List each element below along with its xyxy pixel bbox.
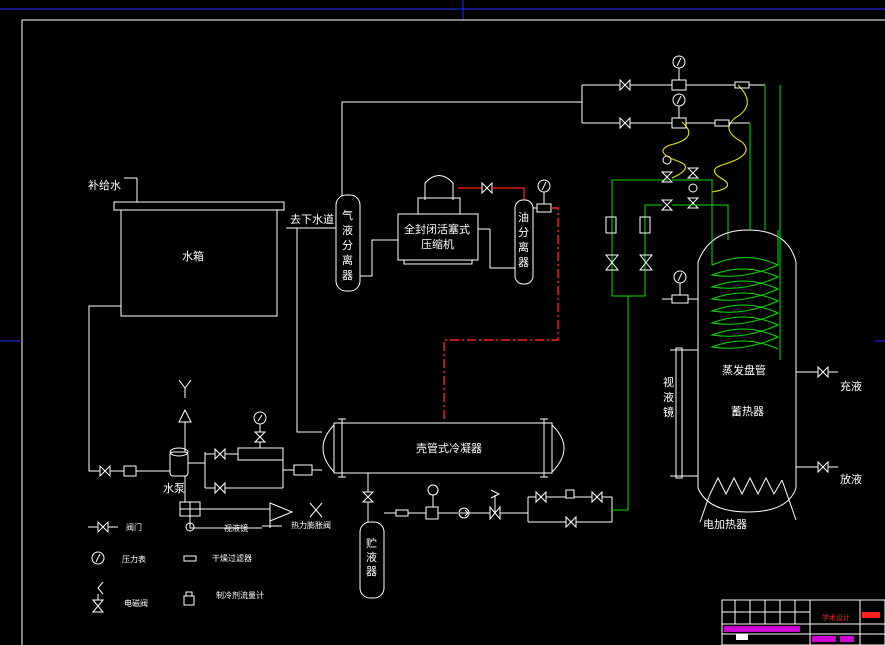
hot-gas-line — [443, 207, 559, 420]
fill-liquid-label: 充液 — [840, 379, 862, 393]
makeup-water-pipe: 补给水 — [88, 177, 138, 202]
pump-inlet-filter — [123, 465, 137, 477]
oil-sep-label-4: 器 — [518, 256, 529, 269]
tank-outlet-pipe — [88, 305, 121, 472]
pump-inlet-valve — [99, 464, 111, 478]
sight-glass-label-2: 液 — [663, 390, 674, 404]
liquid-receiver: 贮 液 器 — [359, 521, 385, 599]
title-block: 学术设计 — [721, 599, 885, 645]
legend-thermal-expansion-icon — [309, 502, 323, 518]
liquid-line — [612, 296, 629, 511]
sight-glass-label-1: 视 — [663, 375, 674, 389]
oil-sep-label-2: 分 — [518, 226, 529, 239]
drain-pipe — [296, 228, 322, 433]
makeup-water-label: 补给水 — [88, 179, 121, 192]
gl-sep-label-2: 液 — [342, 223, 353, 237]
heat-storage-tank: 蓄热器 蒸发盘管 — [697, 229, 797, 513]
sight-glass-label-3: 镜 — [663, 405, 674, 419]
thermal-expansion-body — [269, 502, 294, 522]
legend-solenoid-label: 电磁阀 — [124, 598, 148, 608]
water-tank: 水箱 — [113, 201, 285, 317]
receiver-label-2: 液 — [366, 550, 377, 564]
gl-sep-label-1: 气 — [342, 208, 353, 222]
heat-storage-label: 蓄热器 — [731, 405, 764, 418]
legend-meter-label: 制冷剂流量计 — [216, 590, 264, 600]
gl-sep-label-3: 分 — [342, 239, 353, 252]
gl-sep-label-4: 离 — [342, 253, 353, 267]
bypass-element — [237, 447, 284, 461]
to-drain-label: 去下水道 — [290, 212, 334, 226]
oil-sep-label-3: 离 — [518, 240, 529, 254]
suction-line — [341, 101, 583, 228]
title-block-title: 学术设计 — [822, 613, 850, 622]
evaporator-coil — [710, 257, 780, 350]
drain-liquid-label: 放液 — [840, 472, 862, 486]
legend-expansion-label: 热力膨胀阀 — [291, 520, 331, 530]
receiver-label-1: 贮 — [366, 537, 377, 550]
tank-sight-glass: 视 液 镜 — [663, 347, 698, 479]
legend-valve-label: 阀门 — [126, 522, 142, 532]
receiver-label-3: 器 — [366, 565, 377, 578]
compressor-label-2: 压缩机 — [421, 237, 454, 251]
electric-heater-label: 电加热器 — [703, 518, 747, 531]
shell-tube-condenser: 壳管式冷凝器 — [322, 418, 565, 478]
water-pump-label: 水泵 — [163, 482, 185, 495]
legend-gauge-label: 压力表 — [122, 554, 146, 564]
legend-filter-label: 干燥过滤器 — [212, 553, 252, 563]
legend: 阀门 压力表 电磁阀 视液镜 干燥过滤器 制冷剂流量计 热力膨胀阀 — [88, 520, 331, 613]
gl-sep-label-5: 器 — [342, 269, 353, 282]
evaporator-coil-label: 蒸发盘管 — [722, 363, 766, 377]
water-tank-label: 水箱 — [182, 249, 204, 263]
compressor-label-1: 全封闭活塞式 — [404, 222, 470, 236]
oil-separator: 油 分 离 器 — [514, 199, 534, 285]
oil-sep-label-1: 油 — [518, 210, 529, 224]
gas-liquid-separator: 气 液 分 离 器 — [335, 194, 361, 292]
legend-sight-glass-label: 视液镜 — [224, 523, 248, 533]
capillary-tube — [662, 84, 748, 193]
electric-heater — [709, 476, 783, 496]
water-pump: 水泵 — [163, 447, 189, 495]
hermetic-piston-compressor: 全封闭活塞式 压缩机 — [397, 175, 479, 265]
condenser-label: 壳管式冷凝器 — [416, 441, 482, 455]
